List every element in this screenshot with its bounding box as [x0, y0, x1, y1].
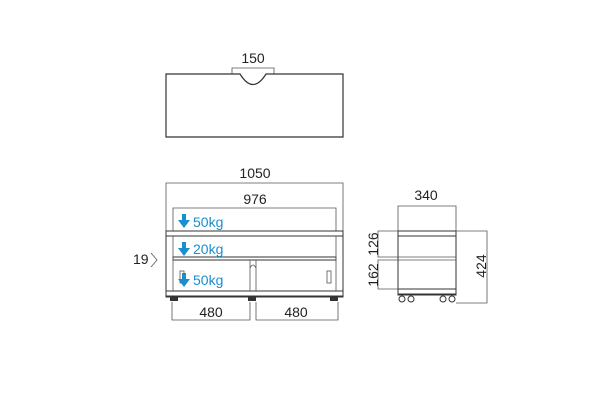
down-arrow-icon	[178, 242, 190, 256]
cable-slot-right	[326, 270, 332, 284]
side-offset-label: 19	[133, 251, 149, 267]
bottom-left-label: 480	[199, 304, 223, 320]
down-arrow-icon	[178, 273, 190, 287]
inner-width-label: 976	[243, 191, 267, 207]
caster-front-2	[248, 296, 256, 301]
down-arrow-icon	[178, 214, 190, 228]
center-divider	[249, 260, 257, 291]
overall-width-label: 1050	[239, 165, 270, 181]
load-top-text: 50kg	[193, 214, 223, 230]
top-view: 150	[165, 50, 344, 138]
lower-gap-label: 162	[365, 263, 381, 287]
middle-shelf	[172, 256, 337, 261]
top-shelf	[165, 230, 344, 237]
side-casters	[398, 295, 456, 303]
height-dim-line	[456, 230, 488, 304]
side-top-shelf	[397, 230, 457, 237]
lower-gap-dim-line	[377, 259, 398, 290]
caster-front-3	[330, 296, 338, 301]
side-view: 340 126 162 424	[365, 187, 489, 304]
overall-width-dim-line	[165, 182, 344, 231]
caster-side-1	[398, 295, 406, 303]
height-label: 424	[473, 254, 489, 278]
inner-width-dim-line	[172, 207, 337, 231]
upper-gap-label: 126	[365, 232, 381, 256]
top-width-label: 150	[241, 50, 265, 66]
depth-dim-line	[397, 205, 457, 231]
upper-gap-dim-line	[377, 230, 398, 258]
depth-label: 340	[414, 187, 438, 203]
side-body	[397, 230, 457, 296]
load-middle-text: 20kg	[193, 241, 223, 257]
caster-front-1	[170, 296, 178, 301]
load-label-top: 50kg	[178, 214, 223, 230]
caster-side-3	[439, 295, 447, 303]
front-view: 1050 976 50kg 2	[133, 165, 344, 321]
bottom-left-dim-line	[171, 302, 251, 321]
caster-side-4	[448, 295, 456, 303]
load-bottom-text: 50kg	[193, 272, 223, 288]
bottom-right-label: 480	[284, 304, 308, 320]
top-outline	[165, 73, 344, 138]
front-casters	[170, 296, 338, 301]
caster-side-2	[407, 295, 415, 303]
bottom-right-dim-line	[255, 302, 339, 321]
load-label-bottom: 50kg	[178, 272, 223, 288]
load-label-middle: 20kg	[178, 241, 223, 257]
bottom-shelf	[165, 290, 344, 297]
side-bottom-shelf	[397, 288, 457, 295]
chevron-right-icon	[150, 252, 158, 268]
